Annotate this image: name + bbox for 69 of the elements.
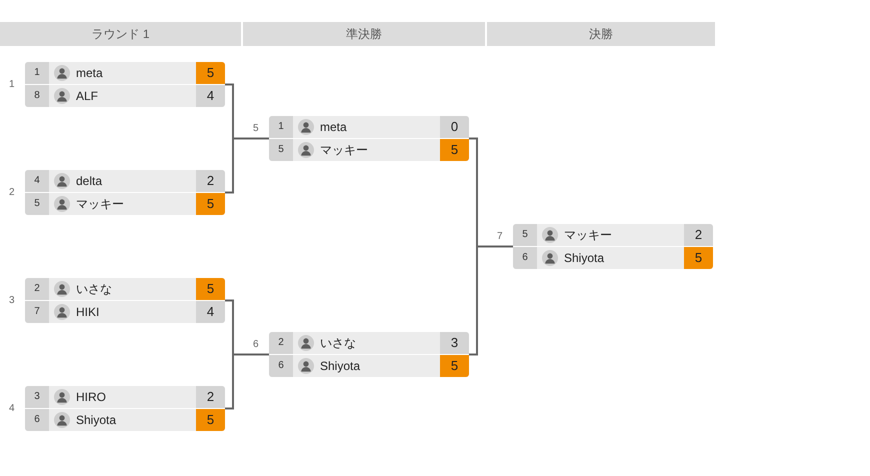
score-cell: 5 xyxy=(196,193,225,215)
score-cell: 0 xyxy=(440,116,469,138)
player-row xyxy=(25,301,225,323)
seed-cell: 2 xyxy=(269,332,293,354)
bracket-line xyxy=(225,138,269,194)
score-cell: 2 xyxy=(684,224,713,246)
player-name: Shiyota xyxy=(76,413,116,427)
score-cell: 5 xyxy=(196,62,225,84)
player-name: マッキー xyxy=(564,228,612,242)
player-name: HIKI xyxy=(76,305,100,319)
score-cell: 5 xyxy=(196,278,225,300)
bracket-line xyxy=(469,246,513,356)
player-name: Shiyota xyxy=(564,251,604,265)
score-cell: 2 xyxy=(196,386,225,408)
score-cell: 5 xyxy=(440,139,469,161)
round-header: 準決勝 xyxy=(243,22,485,46)
player-name: HIRO xyxy=(76,390,106,404)
seed-cell: 5 xyxy=(25,193,49,215)
player-row xyxy=(269,332,469,354)
seed-cell: 6 xyxy=(25,409,49,431)
seed-cell: 4 xyxy=(25,170,49,192)
seed-cell: 1 xyxy=(25,62,49,84)
match-number: 2 xyxy=(9,187,15,199)
score-cell: 2 xyxy=(196,170,225,192)
player-row xyxy=(269,355,469,377)
player-row xyxy=(25,386,225,408)
match-number: 5 xyxy=(253,123,259,135)
score-cell: 5 xyxy=(196,409,225,431)
player-name: meta xyxy=(320,120,347,134)
round-header: ラウンド 1 xyxy=(0,22,241,46)
bracket-line xyxy=(225,354,269,410)
player-name: Shiyota xyxy=(320,359,360,373)
seed-cell: 2 xyxy=(25,278,49,300)
score-cell: 5 xyxy=(440,355,469,377)
score-cell: 4 xyxy=(196,85,225,107)
score-cell: 3 xyxy=(440,332,469,354)
seed-cell: 5 xyxy=(513,224,537,246)
seed-cell: 6 xyxy=(513,247,537,269)
player-row xyxy=(269,116,469,138)
player-row xyxy=(25,409,225,431)
player-row xyxy=(269,139,469,161)
match-number: 3 xyxy=(9,295,15,307)
seed-cell: 3 xyxy=(25,386,49,408)
match-number: 1 xyxy=(9,79,15,91)
player-name: ALF xyxy=(76,89,98,103)
match-number: 6 xyxy=(253,339,259,351)
seed-cell: 8 xyxy=(25,85,49,107)
match-number: 4 xyxy=(9,403,15,415)
player-name: delta xyxy=(76,174,102,188)
player-name: マッキー xyxy=(76,197,124,211)
player-name: いさな xyxy=(320,336,356,350)
player-name: マッキー xyxy=(320,143,368,157)
match-number: 7 xyxy=(497,231,503,243)
score-cell: 4 xyxy=(196,301,225,323)
round-header: 決勝 xyxy=(487,22,715,46)
player-row xyxy=(25,85,225,107)
seed-cell: 5 xyxy=(269,139,293,161)
player-row xyxy=(25,62,225,84)
seed-cell: 7 xyxy=(25,301,49,323)
player-row xyxy=(513,224,713,246)
seed-cell: 6 xyxy=(269,355,293,377)
player-name: いさな xyxy=(76,282,112,296)
player-name: meta xyxy=(76,66,103,80)
player-row xyxy=(513,247,713,269)
player-row xyxy=(25,278,225,300)
player-row xyxy=(25,170,225,192)
seed-cell: 1 xyxy=(269,116,293,138)
player-row xyxy=(25,193,225,215)
score-cell: 5 xyxy=(684,247,713,269)
